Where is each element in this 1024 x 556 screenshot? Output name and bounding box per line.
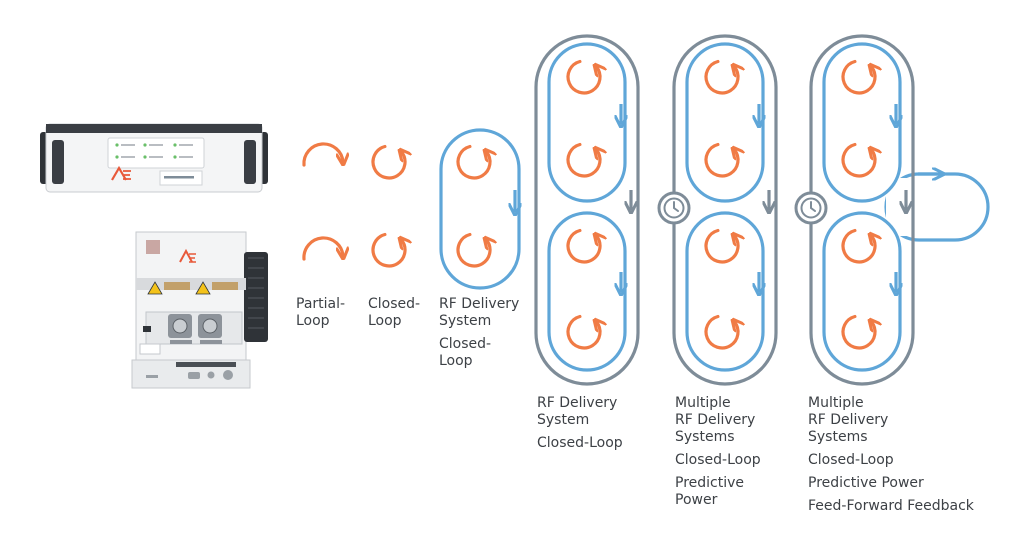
circular-arrow-icon: [841, 228, 875, 264]
circular-arrow-icon: [566, 142, 600, 178]
rf-generator-device: [40, 123, 268, 193]
circular-arrow-icon: [456, 144, 490, 180]
partial-arrow-icon: [302, 236, 343, 261]
multiple-rf-delivery-predictive: [657, 34, 778, 386]
stage-label-partial-loop: Partial-Loop: [296, 296, 346, 329]
circular-arrow-icon: [566, 59, 600, 95]
status-light-icons: [115, 143, 177, 159]
circular-arrow-icon: [841, 314, 875, 350]
circular-arrow-icon: [841, 142, 875, 178]
circular-arrow-icon: [566, 314, 600, 350]
circular-arrow-icon: [704, 228, 738, 264]
rf-delivery-system-loop: [439, 128, 519, 290]
warning-icon: [147, 281, 211, 295]
circular-arrow-icon: [704, 142, 738, 178]
stage-label-closed-loop: Closed-Loop: [368, 296, 421, 329]
circular-arrow-icon: [841, 59, 875, 95]
rf-delivery-system-pair: [534, 34, 640, 386]
partial-loop-arrows: [302, 142, 343, 261]
circular-arrow-icon: [371, 232, 405, 268]
circular-arrow-icon: [566, 228, 600, 264]
multiple-rf-delivery-feedforward: [794, 34, 990, 386]
partial-arrow-icon: [302, 142, 343, 167]
ae-logo-small-icon: [179, 248, 196, 263]
rf-match-network-device: [131, 231, 268, 389]
circular-arrow-icon: [456, 232, 490, 268]
ae-logo-icon: [111, 165, 131, 181]
circular-arrow-icon: [371, 144, 405, 180]
circular-arrow-icon: [704, 314, 738, 350]
circular-arrow-icon: [704, 59, 738, 95]
clock-icon: [657, 191, 691, 225]
clock-icon: [794, 191, 828, 225]
closed-loop-arrows: [371, 144, 405, 268]
